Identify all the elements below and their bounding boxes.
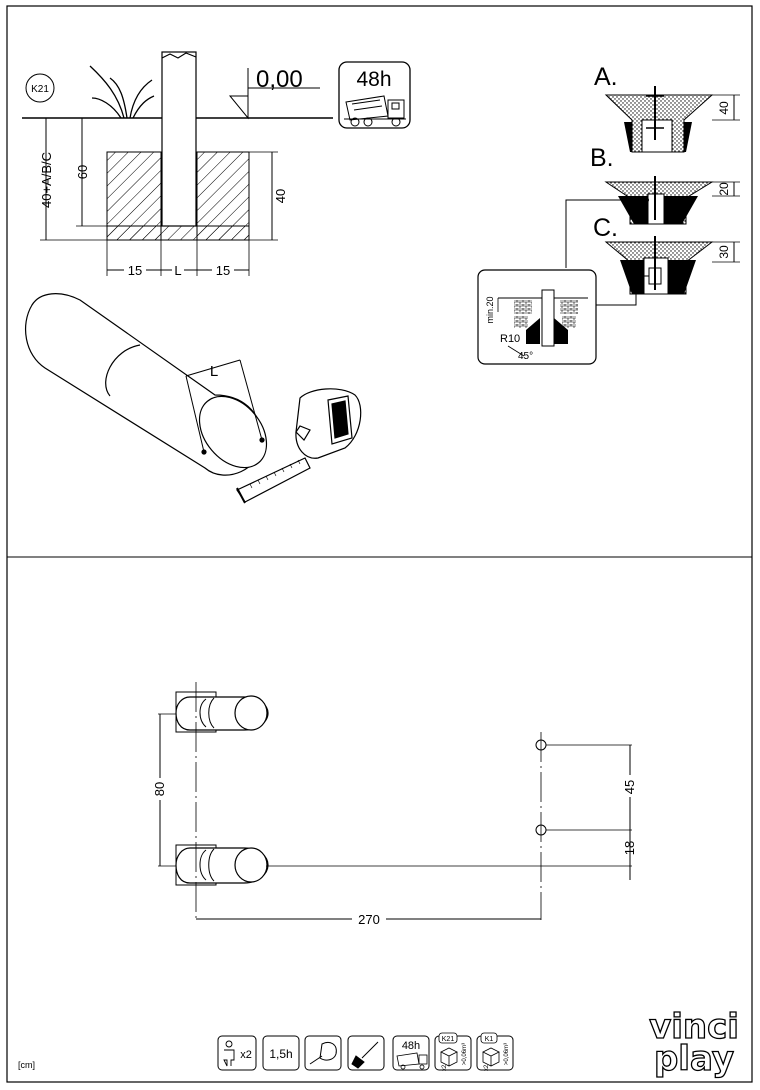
- concrete-mixer-icon: [344, 95, 406, 127]
- inset-radius-label: R10: [500, 333, 520, 345]
- post: [161, 51, 197, 227]
- tube-L-label: L: [210, 363, 218, 380]
- footing-options: A. 40 B. 20 C. 30: [477, 63, 740, 365]
- k1-qty: x2: [484, 1064, 490, 1071]
- k1-small-label: K1: [485, 1036, 494, 1043]
- box-icon: [482, 1047, 500, 1067]
- dim-60-label: 60: [75, 165, 90, 179]
- footer: [cm] x2 1,5h 48h: [18, 1006, 740, 1079]
- post-break: [161, 52, 197, 59]
- inset-angle-label: 45°: [518, 351, 533, 362]
- option-b-dim: 20: [717, 182, 731, 196]
- k21-badge-label: K21: [31, 84, 49, 95]
- k1-volume: >0,06m³: [504, 1043, 510, 1065]
- dim-270-label: 270: [358, 912, 380, 927]
- foundation-bottom: [106, 225, 250, 241]
- k21-small-label: K21: [442, 1036, 455, 1043]
- foundation-section: K21 0,00 48h: [22, 51, 411, 278]
- dim-18-label: 18: [622, 841, 637, 855]
- shovel-icon: [351, 1041, 379, 1069]
- dim-15-right: 15: [216, 263, 230, 278]
- option-a-dim: 40: [717, 101, 731, 115]
- k21-volume: >0,06m³: [462, 1043, 468, 1065]
- persons-icon: [223, 1040, 235, 1067]
- dim-depth-label: 40+A/B/C: [39, 152, 54, 208]
- foundation-left: [106, 151, 162, 241]
- k21-qty: x2: [442, 1064, 448, 1071]
- dim-15-left: 15: [128, 263, 142, 278]
- dim-L: L: [174, 263, 181, 278]
- foundation-right: [196, 151, 250, 241]
- time-box: [262, 1035, 300, 1071]
- dim-40-label: 40: [273, 189, 288, 203]
- plan-view: 80 45 18 270: [150, 682, 638, 928]
- tape-measure-icon: [309, 1041, 337, 1065]
- level-value: 0,00: [256, 66, 303, 93]
- unit-label: [cm]: [18, 1060, 35, 1070]
- cure-box: [392, 1035, 430, 1071]
- cure-small-label: 48h: [402, 1040, 420, 1052]
- persons-box: [217, 1035, 257, 1071]
- cure-time-label: 48h: [356, 68, 391, 91]
- box-icon: [440, 1047, 458, 1067]
- option-a-letter: A.: [594, 63, 618, 91]
- option-c-dim: 30: [717, 245, 731, 259]
- concrete-mixer-icon: [396, 1052, 428, 1070]
- level-triangle: [228, 95, 249, 120]
- dim-80-label: 80: [152, 782, 167, 796]
- brand-logo-bottom: play: [654, 1039, 734, 1079]
- tube-measure-illustration: [24, 293, 362, 504]
- inset-min-label: min.20: [485, 296, 495, 323]
- page-border: [6, 5, 753, 1083]
- grass-icon: [89, 65, 155, 119]
- k21-badge: [25, 73, 55, 103]
- persons-count: x2: [240, 1049, 252, 1061]
- option-c-letter: C.: [593, 214, 618, 242]
- option-b-letter: B.: [590, 144, 614, 172]
- tube-mark: [105, 344, 141, 397]
- dim-45-label: 45: [622, 780, 637, 794]
- brand-logo-top: vinci: [649, 1007, 739, 1047]
- time-label: 1,5h: [269, 1047, 292, 1061]
- cure-time-badge: [338, 61, 411, 129]
- detail-inset: [477, 269, 597, 365]
